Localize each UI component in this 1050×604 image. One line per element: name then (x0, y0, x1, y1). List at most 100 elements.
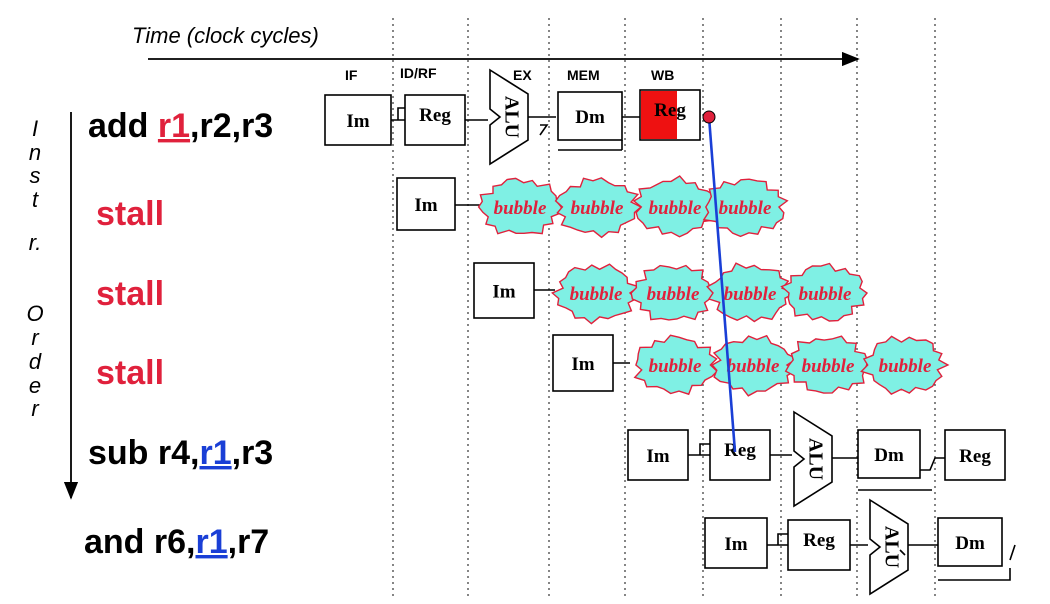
bubble-cloud-label: bubble (649, 356, 702, 377)
bubble-cloud-label: bubble (879, 356, 932, 377)
instr-stall-1: stall (96, 195, 164, 233)
stall3-im-stage: Im (552, 334, 614, 392)
stall2-im-stage-label: Im (492, 282, 515, 303)
stage-label-id-rf: ID/RF (400, 65, 437, 81)
instr-token: ,r7 (228, 523, 270, 561)
and-alu-stage-label: ALU (880, 526, 902, 568)
bubble-cloud-label: bubble (571, 198, 624, 219)
sub-if-id-wire (688, 443, 710, 456)
instr-token: and r6, (84, 523, 195, 561)
sub-alu-stage: ALU (793, 410, 833, 508)
sub-im-stage-label: Im (646, 446, 669, 467)
dependency-source-dot (702, 110, 716, 124)
add-alu-stage-label: ALU (500, 96, 522, 138)
and-ex-mem-wire (899, 544, 938, 556)
add-if-id-wire (391, 107, 405, 121)
stage-label-if: IF (345, 67, 358, 83)
and-im-stage-label: Im (724, 534, 747, 555)
add-dm-stage-label: Dm (575, 107, 605, 128)
instr-add: add r1,r2,r3 (88, 107, 273, 145)
instr-order-letter: r. (29, 230, 42, 255)
bubble-cloud-label: bubble (802, 356, 855, 377)
sub-alu-stage-label: ALU (804, 438, 826, 480)
add-reg-stage-label: Reg (419, 105, 451, 126)
instr-sub: sub r4,r1,r3 (88, 434, 273, 472)
instr-order-letter: I (32, 116, 38, 141)
bubble-cloud: bubble (554, 177, 643, 239)
instr-stall-2: stall (96, 275, 164, 313)
instr-token: r1 (199, 434, 231, 472)
instr-order-letter: r (31, 325, 40, 350)
instr-token: sub r4, (88, 434, 199, 472)
add-im-stage: Im (324, 94, 392, 146)
instr-token: ,r3 (232, 434, 274, 472)
sub-reg-writeback: Reg (944, 429, 1006, 481)
stall1-im-stage-label: Im (414, 195, 437, 216)
instr-order-letter: d (29, 349, 42, 374)
instr-order-letter: n (29, 140, 41, 165)
instr-token: add (88, 107, 158, 145)
instr-order-letter: s (30, 163, 41, 188)
instr-stall-3: stall (96, 354, 164, 392)
stall3-im-stage-label: Im (571, 354, 594, 375)
add-reg-stage: Reg (404, 94, 466, 146)
bubble-cloud: bubble (702, 178, 789, 238)
bubble-cloud: bubble (780, 262, 869, 322)
bubble-cloud: bubble (860, 335, 950, 395)
sub-reg-stage: Reg (709, 429, 771, 481)
instr-token: stall (96, 195, 164, 233)
bubble-cloud: bubble (632, 175, 718, 238)
bubble-cloud-label: bubble (494, 198, 547, 219)
bubble-cloud: bubble (551, 263, 641, 325)
bubble-cloud-label: bubble (724, 284, 777, 305)
instr-token: r1 (158, 107, 190, 145)
bubble-cloud-label: bubble (727, 356, 780, 377)
sub-dm-stage-label: Dm (874, 445, 904, 466)
bubble-cloud-label: bubble (719, 198, 772, 219)
bubble-cloud: bubble (784, 335, 868, 394)
add-reg-writeback: Reg (639, 89, 701, 141)
and-reg-stage: Reg (787, 519, 851, 571)
bubble-cloud-label: bubble (647, 284, 700, 305)
and-if-id-wire (767, 533, 788, 546)
add-mem-wb-wire (558, 116, 640, 151)
stage-label-mem: MEM (567, 67, 600, 83)
stall2-im-stage: Im (473, 262, 535, 319)
stage-label-wb: WB (651, 67, 674, 83)
sub-reg-stage-label: Reg (724, 440, 756, 461)
and-reg-stage-label: Reg (803, 530, 835, 551)
add-ex-mem-wire (528, 116, 556, 136)
instr-order-letter: t (32, 187, 39, 212)
and-mem-wb-wire (938, 544, 1016, 581)
bubble-cloud: bubble (630, 264, 715, 321)
add-im-stage-label: Im (346, 111, 369, 132)
time-axis-title: Time (clock cycles) (132, 23, 319, 48)
bubble-cloud-label: bubble (570, 284, 623, 305)
add-dm-stage: Dm (557, 91, 623, 141)
and-dm-stage: Dm (937, 517, 1003, 567)
sub-im-stage: Im (627, 429, 689, 481)
and-dm-stage-label: Dm (955, 533, 985, 554)
instr-order-letter: O (26, 301, 43, 326)
bubble-cloud: bubble (477, 177, 563, 235)
instr-and: and r6,r1,r7 (84, 523, 269, 561)
instr-token: ,r2,r3 (190, 107, 273, 145)
sub-dm-stage: Dm (857, 429, 921, 479)
instr-order-letter: e (29, 373, 41, 398)
stage-label-ex: EX (513, 67, 532, 83)
bubble-cloud: bubble (711, 334, 799, 397)
bubble-cloud-label: bubble (649, 198, 702, 219)
instr-token: stall (96, 354, 164, 392)
sub-mem-wb-wire (858, 457, 945, 491)
instr-token: r1 (195, 523, 227, 561)
instr-order-letter: r (31, 396, 40, 421)
add-reg-writeback-label: Reg (654, 100, 686, 121)
and-alu-stage: ALU (869, 498, 909, 596)
stall1-im-stage: Im (396, 177, 456, 231)
bubble-cloud: bubble (633, 334, 719, 396)
bubble-cloud: bubble (706, 262, 797, 323)
instr-token: stall (96, 275, 164, 313)
dependency-line (707, 116, 737, 453)
and-im-stage: Im (704, 517, 768, 569)
